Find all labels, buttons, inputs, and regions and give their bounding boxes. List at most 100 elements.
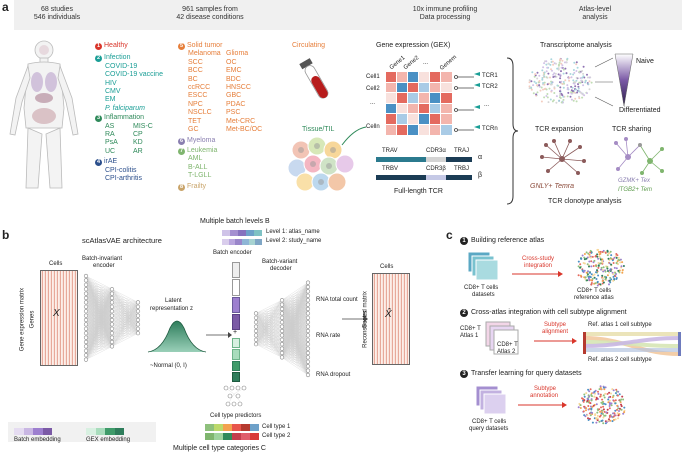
umap-point <box>604 403 607 406</box>
umap-point <box>610 263 613 266</box>
umap-point <box>538 84 541 87</box>
batch-invariant-label: Batch-invariant <box>82 256 123 262</box>
umap-point <box>604 386 607 389</box>
umap-point <box>550 68 552 71</box>
tissue-til-label: Tissue/TIL <box>302 126 335 133</box>
umap-point <box>601 280 604 282</box>
item-ra: RA <box>105 131 115 139</box>
heatmap-cell <box>418 81 431 94</box>
decoder-label: decoder <box>270 266 292 272</box>
network-node <box>305 359 311 364</box>
latent-label: Latent <box>165 298 182 304</box>
umap-point <box>586 414 589 417</box>
step2-ref2-label: Ref. atlas 2 cell subtype <box>588 357 652 363</box>
network-node <box>305 337 311 342</box>
gex-title: Gene expression (GEX) <box>376 42 451 49</box>
umap-point <box>560 62 563 65</box>
umap-point <box>612 394 615 397</box>
heatmap-cell <box>385 124 398 136</box>
cell-type1-label: Cell type 1 <box>262 424 291 430</box>
umap-point <box>593 276 596 279</box>
step1-left-label-2: datasets <box>472 292 495 298</box>
umap-point <box>602 422 605 425</box>
step1-title-text: Building reference atlas <box>471 237 545 244</box>
solid-item-right: Glioma <box>226 50 249 58</box>
umap-point <box>584 276 587 279</box>
umap-point <box>602 413 604 415</box>
umap-point <box>592 265 595 267</box>
network-node <box>305 284 311 290</box>
heatmap-cell <box>418 92 431 105</box>
umap-point <box>538 74 541 77</box>
network-node <box>109 317 115 323</box>
item-aml: AML <box>188 155 203 163</box>
umap-point <box>577 83 579 86</box>
network-node <box>109 335 115 340</box>
heatmap-cell <box>407 124 420 136</box>
umap-point <box>545 63 548 66</box>
umap-point <box>585 257 588 260</box>
heatmap-cell <box>396 81 409 94</box>
label-frailty: Frailty <box>187 182 207 190</box>
umap-point <box>577 85 580 88</box>
umap-point <box>608 403 611 406</box>
umap-point <box>552 99 555 102</box>
umap-point <box>599 250 602 253</box>
umap-point <box>594 389 597 392</box>
umap-point <box>601 274 604 277</box>
item-cpi-colitis: CPI-colitis <box>105 166 137 174</box>
bracket <box>506 57 519 205</box>
umap-point <box>598 408 601 411</box>
batch-embedding-swatch <box>14 428 52 435</box>
heatmap-cell <box>429 81 442 94</box>
network-node <box>83 291 89 296</box>
umap-point <box>572 69 575 71</box>
step3-title-text: Transfer learning for query datasets <box>471 370 582 377</box>
umap-point <box>606 393 609 395</box>
umap-point <box>577 90 580 93</box>
item-covid-vaccine: COVID-19 vaccine <box>105 71 163 79</box>
network-node <box>83 282 89 287</box>
umap-point <box>560 80 563 83</box>
heatmap-cell <box>440 71 453 83</box>
solid-item-right: EMC <box>226 67 242 75</box>
solid-item-right: Met-CRC <box>226 117 256 125</box>
umap-point <box>541 78 544 81</box>
umap-point <box>578 70 581 73</box>
umap-point <box>587 405 590 407</box>
umap-point <box>583 94 586 97</box>
umap-point <box>588 275 591 278</box>
header-processing: Data processing <box>419 14 471 21</box>
cell-label-1: Cell1 <box>366 74 380 80</box>
umap-point <box>597 257 600 260</box>
gene-label-m: Genem <box>439 54 458 72</box>
step3-query-stack <box>475 385 507 415</box>
umap-point <box>597 390 599 393</box>
umap-point <box>548 87 551 90</box>
umap-point <box>563 82 565 85</box>
badge-7: 7 <box>178 147 185 155</box>
umap-point <box>603 410 606 413</box>
network-node <box>109 291 115 296</box>
umap-point <box>585 271 588 274</box>
network-node <box>279 306 285 312</box>
umap-point <box>608 407 611 410</box>
umap-point <box>588 253 591 256</box>
network-node <box>135 300 141 305</box>
network-node <box>83 322 89 327</box>
umap-point <box>622 265 625 267</box>
step3-left-label-2: query datasets <box>469 426 509 432</box>
solid-item-left: Melanoma <box>188 50 221 58</box>
umap-point <box>541 69 544 72</box>
umap-point <box>577 87 580 90</box>
network-node <box>83 295 89 301</box>
step2-arrow-label-2: alignment <box>542 329 569 335</box>
umap-point <box>618 259 621 262</box>
umap-point <box>538 80 541 82</box>
umap-point <box>543 75 546 78</box>
step3-badge: 3 <box>460 370 468 378</box>
